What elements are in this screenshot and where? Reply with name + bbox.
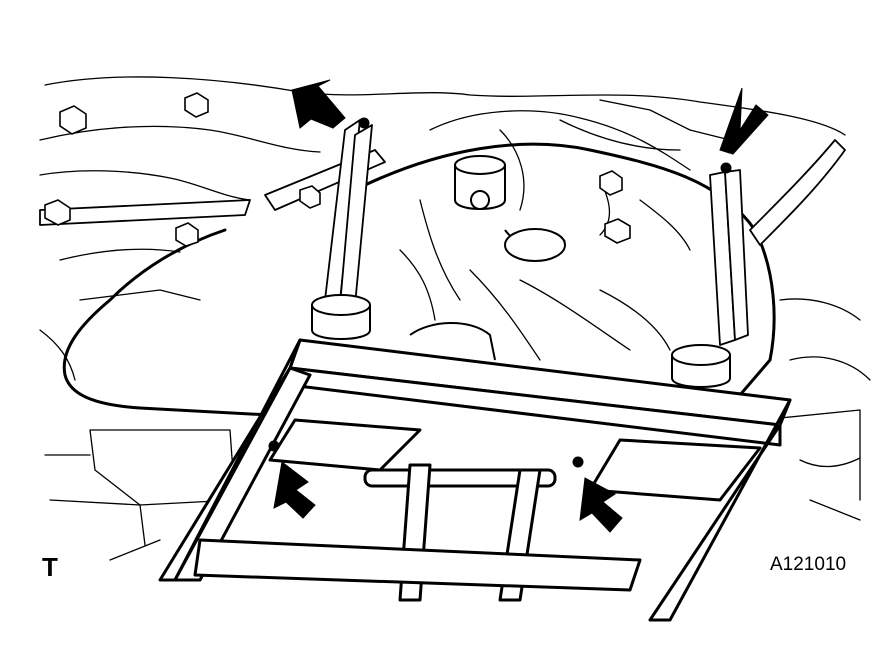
arrow-bottom-right [579,477,623,533]
arrow-top-right [719,87,769,155]
background-linework [39,76,871,561]
illustration-code-label: A121010 [770,554,847,575]
arrow-top-left [291,79,346,129]
rod-assemblies [39,119,846,346]
callout-arrows [273,79,769,533]
arrow-bottom-left [273,461,316,519]
transmission-jack-fixture [158,338,792,622]
bolt-top-left [358,117,370,129]
background-bolts [44,92,631,247]
bolt-bottom-left [268,440,280,452]
target-bolts [268,117,732,468]
oil-pan-outline [62,142,776,417]
corner-mark-label: T [42,552,58,582]
bolt-bottom-right [572,456,584,468]
mount-cylinders [311,155,731,388]
bolt-top-right [720,162,732,174]
